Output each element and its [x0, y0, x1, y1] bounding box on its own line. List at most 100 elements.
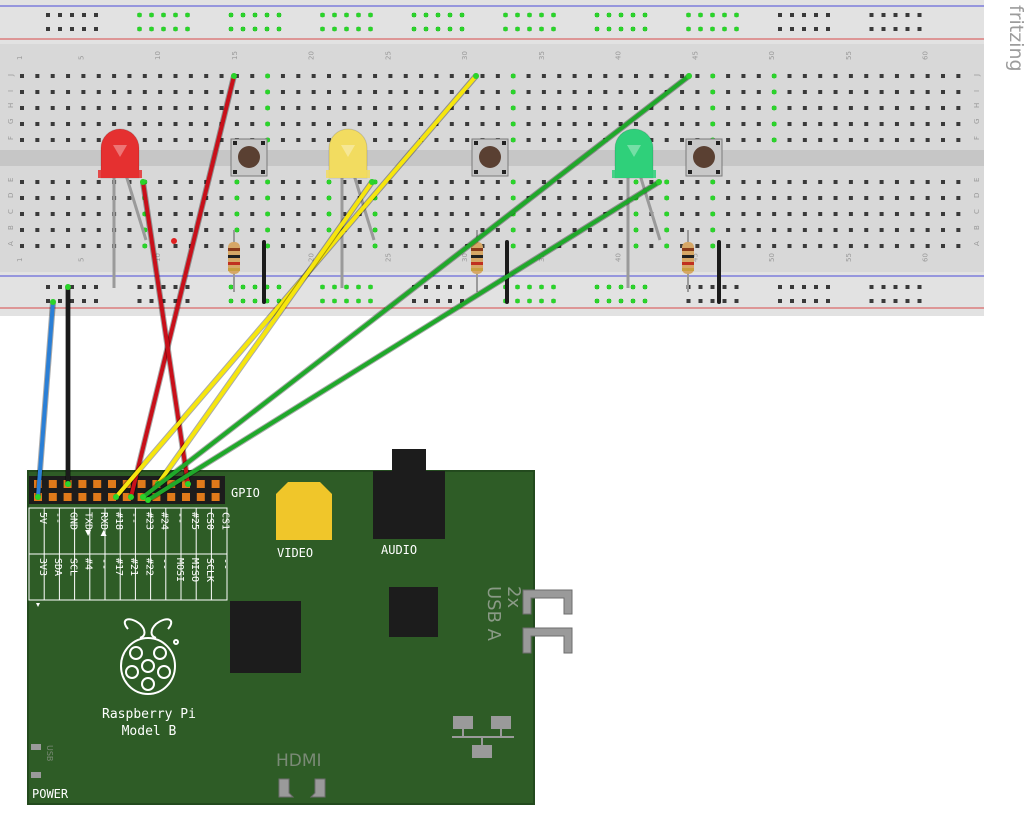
hdmi-label: HDMI	[276, 751, 322, 771]
pin-label-top: TXD▶	[83, 512, 94, 536]
power-label: POWER	[32, 787, 69, 801]
row-letter: A	[973, 241, 981, 246]
gpio-pin[interactable]	[137, 480, 146, 488]
resistor-3	[682, 230, 694, 292]
pin-label-bottom: --	[98, 558, 109, 570]
pin-label-bottom: SDA	[52, 558, 63, 576]
pin-label-top: GND	[67, 512, 78, 530]
pin-label-table: 5V3V3--SDAGNDSCLTXD▶#4RXD◀--#18#17--#21#…	[28, 507, 230, 601]
gpio-pin[interactable]	[63, 493, 72, 501]
pin-label-top: --	[128, 512, 139, 524]
pin1-marker	[36, 603, 40, 607]
gpio-pin[interactable]	[78, 480, 87, 488]
gpio-pin[interactable]	[48, 493, 57, 501]
row-letter: H	[973, 103, 981, 108]
column-number: 25	[384, 253, 392, 262]
row-letter: C	[973, 209, 981, 214]
gpio-pin[interactable]	[182, 493, 190, 501]
row-letter: H	[7, 103, 15, 108]
column-number: 15	[231, 51, 239, 60]
column-number: 55	[845, 253, 853, 262]
video-label: VIDEO	[277, 546, 313, 560]
pin-label-bottom: MOSI	[174, 558, 185, 582]
jumper-wire	[128, 73, 237, 500]
breadboard-column-numbers: 1155101015152020252530303535404045455050…	[16, 51, 930, 262]
gpio-pin[interactable]	[93, 480, 102, 488]
column-number: 45	[691, 253, 699, 262]
gpio-pin[interactable]	[78, 493, 87, 501]
jumper-wire	[35, 299, 56, 500]
column-number: 50	[768, 51, 776, 60]
row-letter: F	[7, 136, 15, 140]
board-name-line2: Model B	[122, 724, 177, 739]
pin-label-top: #23	[143, 512, 154, 530]
power-connector	[31, 744, 41, 778]
breadboard-components	[98, 128, 723, 304]
pin-label-bottom: 3V3	[37, 558, 48, 576]
pin-label-top: #25	[189, 512, 200, 530]
usb-small-label: USB	[45, 745, 54, 761]
pin-label-bottom: #17	[113, 558, 124, 576]
raspberry-pi-board: GPIO 5V3V3--SDAGNDSCLTXD▶#4RXD◀--#18#17-…	[27, 449, 573, 805]
row-letter: E	[973, 178, 981, 182]
pin-label-bottom: #22	[143, 558, 154, 576]
column-number: 20	[308, 51, 316, 60]
gpio-pin[interactable]	[211, 480, 220, 488]
row-letter: F	[973, 136, 981, 140]
usb-label-count: 2x	[503, 586, 524, 608]
row-letter: G	[7, 119, 15, 124]
pin-label-top: --	[174, 512, 185, 524]
wires	[35, 73, 692, 503]
button-1	[230, 138, 268, 177]
row-letter: B	[7, 225, 15, 230]
gpio-pin[interactable]	[122, 493, 131, 501]
usb-ports	[522, 589, 573, 654]
yellow-led	[326, 128, 376, 288]
pin-label-bottom: --	[219, 558, 230, 570]
row-letter: A	[7, 241, 15, 246]
column-number: 30	[461, 253, 469, 262]
usb-controller-chip	[389, 587, 438, 637]
row-letter: J	[973, 74, 981, 77]
column-number: 60	[922, 51, 930, 60]
row-letter: D	[973, 193, 981, 198]
pin-label-bottom: --	[159, 558, 170, 570]
fritzing-watermark: fritzing	[1005, 5, 1024, 72]
board-name-line1: Raspberry Pi	[102, 707, 196, 722]
jumper-wire	[145, 179, 662, 503]
gpio-pin[interactable]	[108, 480, 116, 488]
pin-label-top: #24	[159, 512, 170, 530]
audio-label: AUDIO	[381, 543, 417, 557]
gpio-pin[interactable]	[167, 493, 176, 501]
row-letter: J	[7, 74, 15, 77]
resistor-1	[228, 230, 240, 292]
marker-dot	[171, 238, 177, 244]
column-number: 40	[615, 253, 623, 262]
column-number: 1	[16, 56, 24, 60]
gpio-pin[interactable]	[211, 493, 220, 501]
hdmi-connector	[278, 778, 326, 798]
button-3	[685, 138, 723, 177]
column-number: 1	[16, 258, 24, 262]
gpio-pin[interactable]	[196, 493, 205, 501]
breadboard-holes	[20, 12, 961, 304]
ethernet-icon	[452, 716, 514, 758]
row-letter: G	[973, 119, 981, 124]
audio-jack	[373, 449, 445, 539]
column-number: 50	[768, 253, 776, 262]
pin-label-bottom: SCLK	[204, 558, 215, 582]
pin-label-top: CS0	[204, 512, 215, 530]
column-number: 10	[154, 51, 162, 60]
gpio-pin[interactable]	[196, 480, 205, 488]
gpio-pin[interactable]	[93, 493, 102, 501]
row-letter: C	[7, 209, 15, 214]
raspberry-logo	[120, 618, 179, 695]
column-number: 35	[538, 51, 546, 60]
red-led	[98, 128, 148, 288]
gpio-pin[interactable]	[48, 480, 57, 488]
row-letter: E	[7, 178, 15, 182]
column-number: 25	[384, 51, 392, 60]
gpio-pin[interactable]	[108, 493, 116, 501]
